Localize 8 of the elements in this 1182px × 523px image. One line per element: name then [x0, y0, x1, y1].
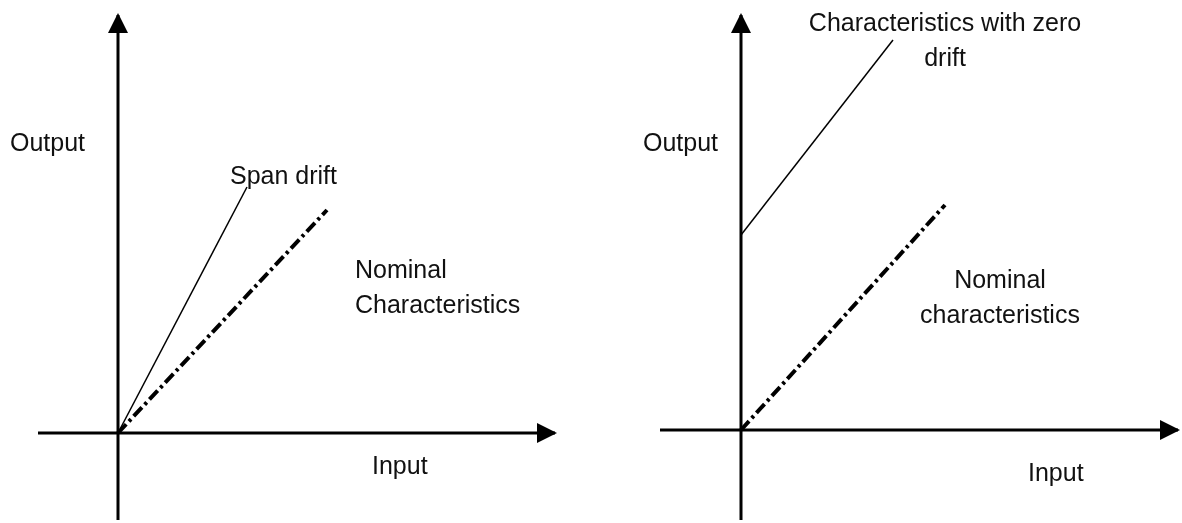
axis-label: Input	[1028, 457, 1084, 488]
axis-label: Output	[10, 127, 86, 158]
curve-label: Nominal characteristics	[919, 264, 1081, 330]
curve-label: Span drift	[230, 160, 337, 191]
curve-label: Characteristics with zero drift	[807, 7, 1083, 73]
axis-label: Output	[643, 127, 719, 158]
axis-label: Input	[372, 450, 428, 481]
curve-label: Nominal Characteristics	[355, 254, 522, 320]
